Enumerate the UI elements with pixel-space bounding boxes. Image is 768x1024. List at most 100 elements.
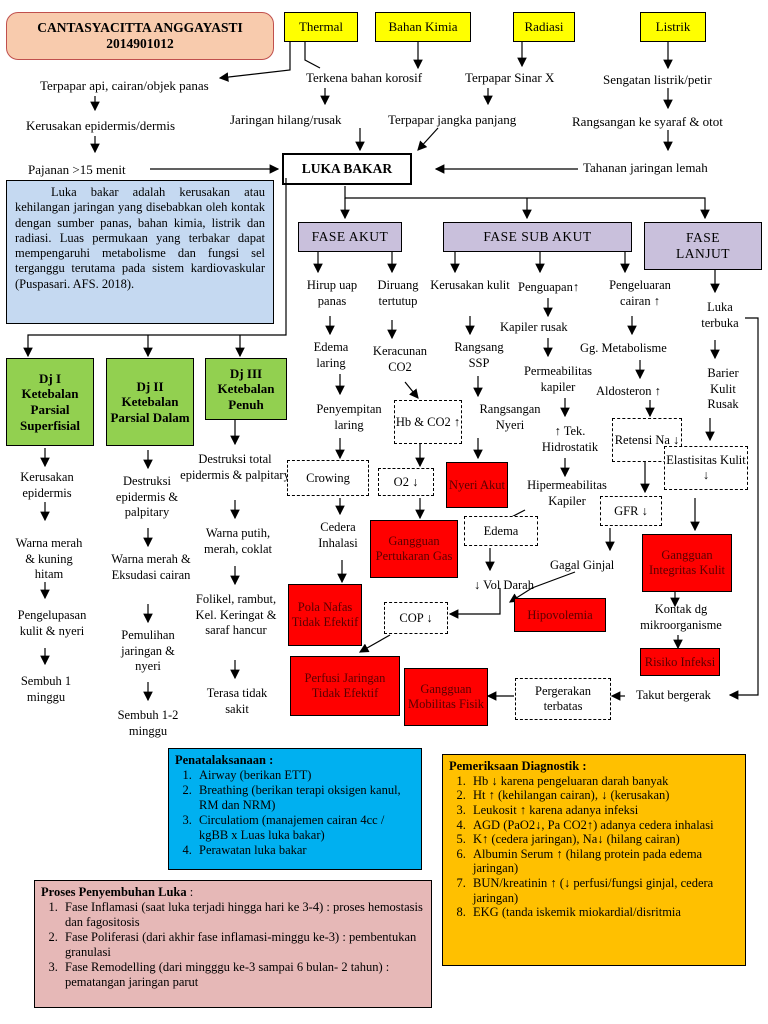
penatalaksanaan-item: Circulatiom (manajemen cairan 4cc / kgBB… bbox=[195, 813, 415, 843]
dx-hipovolemia: Hipovolemia bbox=[514, 598, 606, 632]
dx-label: Risiko Infeksi bbox=[644, 654, 716, 669]
akut-diruang: Diruang tertutup bbox=[377, 278, 419, 308]
dx-label: Pola Nafas Tidak Efektif bbox=[291, 600, 359, 629]
penyembuhan-item: Fase Inflamasi (saat luka terjadi hingga… bbox=[61, 900, 425, 930]
flow-terpapar-sinar: Terpapar Sinar X bbox=[465, 70, 555, 85]
akut-keracunan: Keracunan CO2 bbox=[372, 344, 428, 374]
sub-gagal-ginjal: Gagal Ginjal bbox=[550, 558, 615, 572]
sub-rangsangan-nyeri: Rangsangan Nyeri bbox=[479, 402, 541, 432]
dx-perfusi: Perfusi Jaringan Tidak Efektif bbox=[290, 656, 400, 716]
degree-3-item: Terasa tidak sakit bbox=[206, 686, 268, 716]
degree-2-item: Warna merah & Eksudasi cairan bbox=[111, 552, 191, 582]
degree-title: Dj II Ketebalan Parsial Dalam bbox=[110, 378, 190, 425]
diagnostik-item: EKG (tanda iskemik miokardial/disritmia bbox=[469, 905, 739, 920]
node-label: Hb & CO2 ↑ bbox=[395, 414, 461, 429]
diagnostik-item: K↑ (cedera jaringan), Na↓ (hilang cairan… bbox=[469, 832, 739, 847]
penyembuhan-title: Proses Penyembuhan Luka bbox=[41, 885, 187, 899]
diagnostik-item: BUN/kreatinin ↑ (↓ perfusi/fungsi ginjal… bbox=[469, 876, 739, 905]
degree-1-item: Warna merah & kuning hitam bbox=[15, 536, 83, 582]
sub-gfr: GFR ↓ bbox=[600, 496, 662, 526]
diagnostik-item: AGD (PaO2↓, Pa CO2↑) adanya cedera inhal… bbox=[469, 818, 739, 833]
flow-sengatan: Sengatan listrik/petir bbox=[603, 72, 712, 87]
node-label: Crowing bbox=[306, 470, 350, 485]
degree-title: Dj I Ketebalan Parsial Superfisial bbox=[20, 370, 80, 433]
sub-gg-metabolisme: Gg. Metabolisme bbox=[580, 341, 667, 355]
node-label: Edema bbox=[483, 523, 519, 538]
dx-label: Gangguan Pertukaran Gas bbox=[375, 534, 453, 563]
flow-terpapar-jangka: Terpapar jangka panjang bbox=[388, 112, 517, 127]
penatalaksanaan-title: Penatalaksanaan : bbox=[175, 753, 274, 767]
degree-3-item: Warna putih, merah, coklat bbox=[203, 526, 273, 556]
flow-tahanan: Tahanan jaringan lemah bbox=[583, 160, 708, 175]
penyembuhan-box: Proses Penyembuhan Luka : Fase Inflamasi… bbox=[34, 880, 432, 1008]
penatalaksanaan-box: Penatalaksanaan : Airway (berikan ETT) B… bbox=[168, 748, 422, 870]
sub-hiperpermeabilitas: Hipermeabilitas Kapiler bbox=[527, 478, 607, 508]
penyembuhan-item: Fase Poliferasi (dari akhir fase inflama… bbox=[61, 930, 425, 960]
degree-1-item: Pengelupasan kulit & nyeri bbox=[17, 608, 87, 638]
dx-label: Perfusi Jaringan Tidak Efektif bbox=[304, 671, 386, 700]
sub-rangsang-ssp: Rangsang SSP bbox=[454, 340, 504, 370]
diagnostik-list: Hb ↓ karena pengeluaran darah banyak Ht … bbox=[449, 774, 739, 920]
cause-thermal: Thermal bbox=[284, 12, 358, 42]
dx-nyeri-akut: Nyeri Akut bbox=[446, 462, 508, 508]
akut-cedera: Cedera Inhalasi bbox=[318, 520, 358, 550]
luka-bakar-center: LUKA BAKAR bbox=[282, 153, 412, 185]
penatalaksanaan-list: Airway (berikan ETT) Breathing (berikan … bbox=[175, 768, 415, 858]
cause-label: Listrik bbox=[655, 19, 691, 35]
sub-edema: Edema bbox=[464, 516, 538, 546]
penatalaksanaan-item: Breathing (berikan terapi oksigen kanul,… bbox=[195, 783, 415, 813]
dx-label: Gangguan Mobilitas Fisik bbox=[407, 682, 485, 711]
sub-vol-darah: ↓ Vol Darah bbox=[474, 578, 534, 592]
degree-2-box: Dj II Ketebalan Parsial Dalam bbox=[106, 358, 194, 446]
author-title-box: CANTASYACITTA ANGGAYASTI 2014901012 bbox=[6, 12, 274, 60]
sub-aldosteron: Aldosteron ↑ bbox=[596, 384, 661, 398]
degree-3-item: Destruksi total epidermis & palpitary bbox=[180, 452, 290, 482]
sub-cop: COP ↓ bbox=[384, 602, 448, 634]
node-label: COP ↓ bbox=[399, 610, 433, 625]
akut-hb-co2: Hb & CO2 ↑ bbox=[394, 400, 462, 444]
degree-title: Dj III Ketebalan Penuh bbox=[217, 365, 275, 412]
akut-crowing: Crowing bbox=[287, 460, 369, 496]
flow-jaringan-hilang: Jaringan hilang/rusak bbox=[230, 112, 342, 127]
dx-label: Hipovolemia bbox=[527, 607, 593, 622]
sub-tek-hidro: ↑ Tek. Hidrostatik bbox=[541, 424, 599, 454]
sub-pergerakan: Pergerakan terbatas bbox=[515, 678, 611, 720]
node-label: GFR ↓ bbox=[614, 503, 648, 518]
penyembuhan-list: Fase Inflamasi (saat luka terjadi hingga… bbox=[41, 900, 425, 990]
penyembuhan-colon: : bbox=[186, 885, 194, 899]
author-name: CANTASYACITTA ANGGAYASTI bbox=[37, 19, 243, 35]
dx-integritas: Gangguan Integritas Kulit bbox=[642, 534, 732, 592]
degree-1-item: Kerusakan epidermis bbox=[20, 470, 74, 500]
diagnostik-item: Hb ↓ karena pengeluaran darah banyak bbox=[469, 774, 739, 789]
flow-terpapar-api: Terpapar api, cairan/objek panas bbox=[40, 78, 209, 93]
node-label: Retensi Na ↓ bbox=[614, 432, 680, 447]
sub-permeabilitas: Permeabilitas kapiler bbox=[523, 364, 593, 394]
dx-gangguan-gas: Gangguan Pertukaran Gas bbox=[370, 520, 458, 578]
degree-1-box: Dj I Ketebalan Parsial Superfisial bbox=[6, 358, 94, 446]
flow-pajanan: Pajanan >15 menit bbox=[28, 162, 126, 177]
flow-rangsangan-syaraf: Rangsangan ke syaraf & otot bbox=[572, 114, 723, 129]
node-label: Elastisitas Kulit ↓ bbox=[666, 453, 746, 482]
phase-label: FASE LANJUT bbox=[676, 229, 730, 261]
penatalaksanaan-item: Airway (berikan ETT) bbox=[195, 768, 415, 783]
diagnostik-item: Albumin Serum ↑ (hilang protein pada ede… bbox=[469, 847, 739, 876]
definition-box: Luka bakar adalah kerusakan atau kehilan… bbox=[6, 180, 274, 324]
degree-2-item: Pemulihan jaringan & nyeri bbox=[121, 628, 175, 674]
flow-kerusakan-epidermis: Kerusakan epidermis/dermis bbox=[26, 118, 176, 133]
phase-sub-akut: FASE SUB AKUT bbox=[443, 222, 632, 252]
dx-label: Gangguan Integritas Kulit bbox=[648, 548, 726, 577]
sub-kontak: Kontak dg mikroorganisme bbox=[640, 602, 722, 632]
degree-1-item: Sembuh 1 minggu bbox=[20, 674, 72, 704]
penyembuhan-heading: Proses Penyembuhan Luka : bbox=[41, 885, 425, 900]
flow-terkena-bahan: Terkena bahan korosif bbox=[306, 70, 423, 85]
phase-label: FASE AKUT bbox=[311, 228, 389, 244]
phase-label: FASE SUB AKUT bbox=[483, 228, 592, 244]
cause-radiasi: Radiasi bbox=[513, 12, 575, 42]
penyembuhan-item: Fase Remodelling (dari mingggu ke-3 samp… bbox=[61, 960, 425, 990]
phase-akut: FASE AKUT bbox=[298, 222, 402, 252]
author-id: 2014901012 bbox=[106, 36, 174, 51]
penatalaksanaan-item: Perawatan luka bakar bbox=[195, 843, 415, 858]
dx-infeksi: Risiko Infeksi bbox=[640, 648, 720, 676]
sub-pengeluaran: Pengeluaran cairan ↑ bbox=[609, 278, 671, 308]
